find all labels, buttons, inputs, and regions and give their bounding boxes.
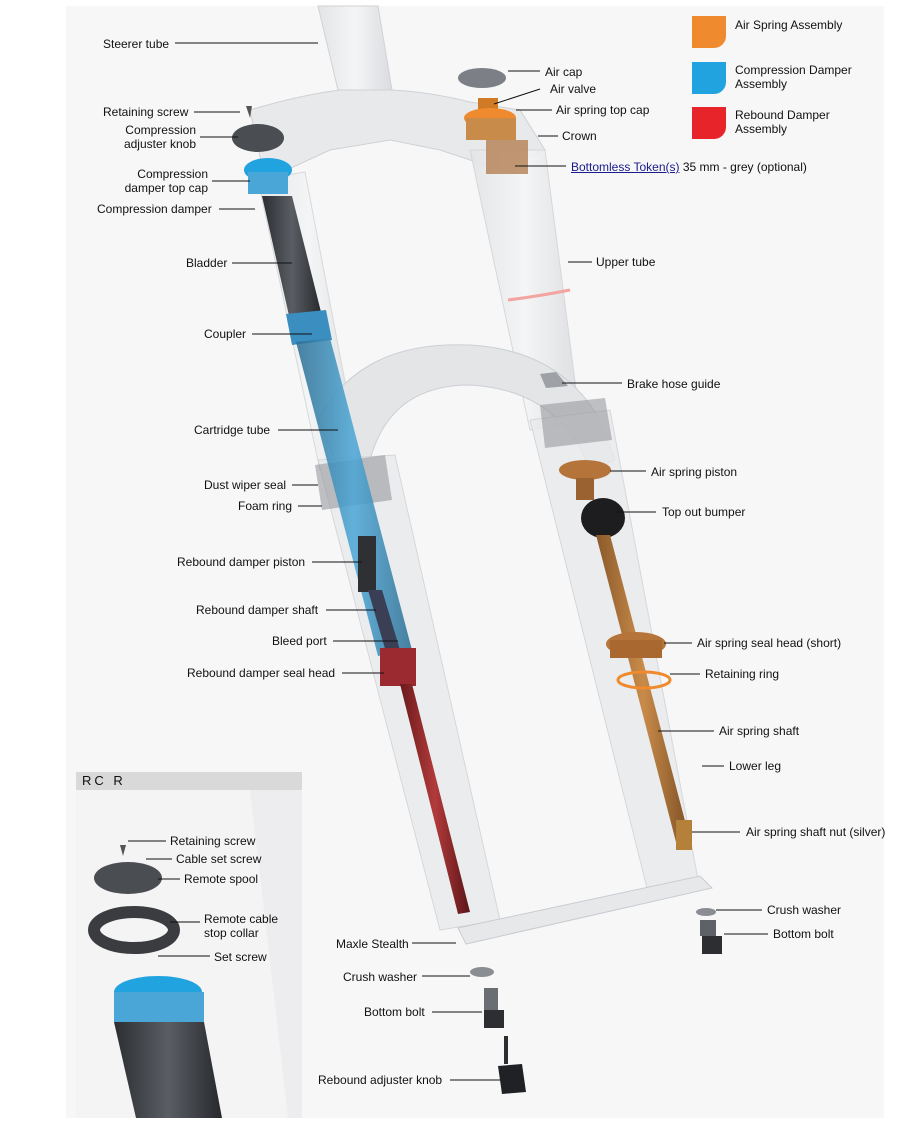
retaining-ring-shape <box>616 670 672 690</box>
right-seal-block <box>540 398 612 448</box>
axle-shape <box>457 875 713 945</box>
label-compression-damper-top-cap: Compression damper top cap <box>124 167 208 195</box>
label-crush-washer-right: Crush washer <box>767 903 842 917</box>
air-piston-shape <box>559 460 611 480</box>
bladder-shape <box>262 196 322 320</box>
bottomless-token-shape <box>486 140 528 174</box>
rebound-shaft-lower <box>400 684 470 914</box>
inset-collar-shape <box>88 906 180 954</box>
bottomless-tokens-link[interactable]: Bottomless Token(s) <box>571 160 680 174</box>
compression-top-cap-body <box>248 172 288 194</box>
label-air-spring-seal-head: Air spring seal head (short) <box>697 636 842 650</box>
label-bottom-bolt-left: Bottom bolt <box>364 1005 425 1019</box>
label-dust-wiper-seal: Dust wiper seal <box>204 478 287 492</box>
label-maxle-stealth: Maxle Stealth <box>336 937 409 951</box>
rebound-seal-head-shape <box>380 648 416 686</box>
knob-pin <box>504 1036 508 1064</box>
inset-label-retaining-screw: Retaining screw <box>170 834 256 848</box>
left-bolt-head <box>484 1010 504 1028</box>
label-cartridge-tube: Cartridge tube <box>194 423 271 437</box>
air-seal-head-body <box>610 640 662 658</box>
label-bottomless-tokens: Bottomless Token(s) 35 mm - grey (option… <box>571 160 807 174</box>
label-compression-damper: Compression damper <box>97 202 212 216</box>
label-retaining-ring: Retaining ring <box>705 667 780 681</box>
bottomless-tokens-spec: 35 mm - grey (optional) <box>679 160 807 174</box>
inset-label-set-screw: Set screw <box>214 950 267 964</box>
air-cap-shape <box>458 68 506 88</box>
label-crown: Crown <box>562 129 597 143</box>
label-steerer-tube: Steerer tube <box>103 37 170 51</box>
label-rebound-adjuster-knob: Rebound adjuster knob <box>318 1073 443 1087</box>
rebound-piston-shape <box>358 536 376 592</box>
inset-label-remote-cable-stop-collar: Remote cable stop collar <box>204 912 279 940</box>
top-out-bumper-shape <box>581 498 625 538</box>
legend-label-air-spring: Air Spring Assembly <box>735 18 843 32</box>
rebound-knob-shape <box>498 1064 526 1094</box>
label-rebound-damper-shaft: Rebound damper shaft <box>196 603 319 617</box>
label-retaining-screw: Retaining screw <box>103 105 189 119</box>
left-washer-shape <box>470 967 494 977</box>
right-washer-shape <box>696 908 716 916</box>
upper-tube-band <box>507 288 571 302</box>
label-air-valve: Air valve <box>550 82 597 96</box>
right-bolt-thread <box>700 920 716 936</box>
label-rebound-damper-seal-head: Rebound damper seal head <box>187 666 336 680</box>
legend-swatch-air-spring <box>692 16 726 48</box>
rebound-shaft-upper <box>368 590 400 652</box>
label-upper-tube: Upper tube <box>596 255 656 269</box>
left-bolt-thread <box>484 988 498 1012</box>
label-coupler: Coupler <box>204 327 247 341</box>
label-top-out-bumper: Top out bumper <box>662 505 746 519</box>
label-foam-ring: Foam ring <box>238 499 293 513</box>
coupler-shape <box>286 310 332 345</box>
label-lower-leg: Lower leg <box>729 759 782 773</box>
label-rebound-damper-piston: Rebound damper piston <box>177 555 306 569</box>
brake-hose-guide-shape <box>540 372 568 388</box>
shaft-nut-shape <box>676 820 692 850</box>
inset-bladder-shape <box>114 1022 222 1118</box>
label-air-spring-top-cap: Air spring top cap <box>556 103 650 117</box>
inset-label-cable-set-screw: Cable set screw <box>176 852 262 866</box>
inset-spool-shape <box>94 862 162 894</box>
right-bolt-head <box>702 936 722 954</box>
cartridge-tube-shape <box>296 338 412 656</box>
air-top-cap-body <box>466 118 516 140</box>
legend-label-rebound-damper: Rebound Damper Assembly <box>735 108 830 136</box>
label-compression-adjuster-knob: Compression adjuster knob <box>123 123 196 151</box>
inset-screw-shape <box>120 845 126 856</box>
label-air-spring-shaft-nut: Air spring shaft nut (silver) <box>746 825 886 839</box>
label-air-cap: Air cap <box>545 65 583 79</box>
inset-label-remote-spool: Remote spool <box>184 872 259 886</box>
compression-knob-shape <box>232 124 284 152</box>
inset-title: RC R <box>76 772 302 790</box>
legend-swatch-rebound-damper <box>692 107 726 139</box>
leader-lines <box>128 42 768 1081</box>
inset-top-cap-body <box>114 992 204 1022</box>
retaining-screw-shape <box>246 106 252 118</box>
label-bottom-bolt-right: Bottom bolt <box>773 927 834 941</box>
air-piston-stem <box>576 478 594 500</box>
label-crush-washer-left: Crush washer <box>343 970 418 984</box>
label-air-spring-piston: Air spring piston <box>651 465 738 479</box>
label-bleed-port: Bleed port <box>272 634 327 648</box>
legend-label-compression-damper: Compression Damper Assembly <box>735 63 852 91</box>
label-air-spring-shaft: Air spring shaft <box>719 724 800 738</box>
inset-fork-leg <box>250 790 302 1118</box>
legend-swatch-compression-damper <box>692 62 726 94</box>
label-bladder: Bladder <box>186 256 228 270</box>
label-brake-hose-guide: Brake hose guide <box>627 377 721 391</box>
